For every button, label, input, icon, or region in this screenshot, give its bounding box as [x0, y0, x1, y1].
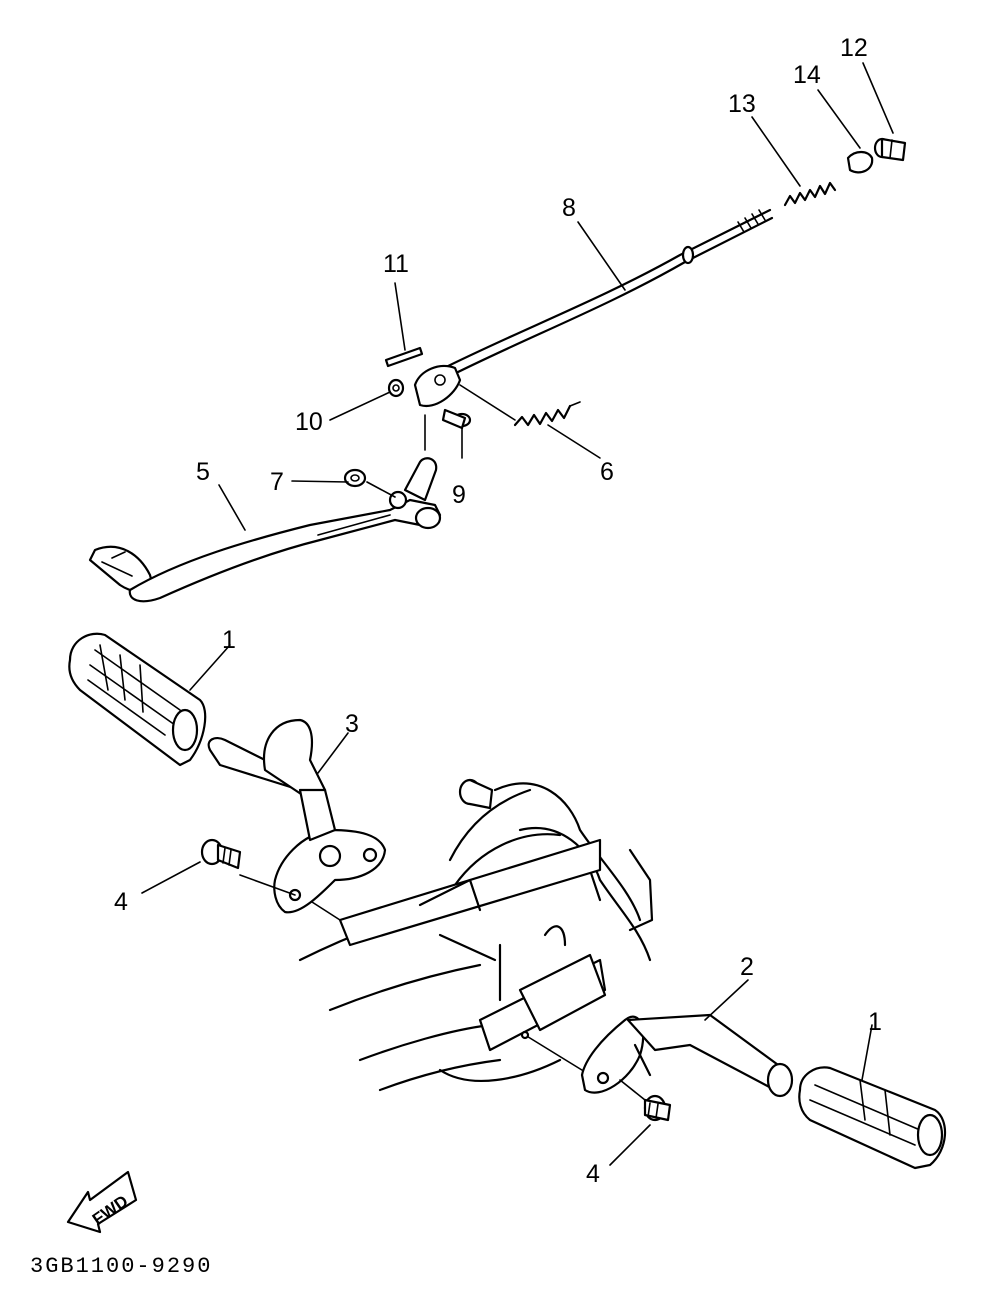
callout-10: 10	[295, 408, 323, 436]
brake-rod	[413, 208, 774, 408]
footrest-bracket-right	[580, 1013, 794, 1098]
frame-crossmember	[297, 838, 607, 1076]
callout-12: 12	[840, 34, 868, 62]
diagram-code: 3GB1100-9290	[30, 1254, 212, 1279]
callout-8: 8	[562, 194, 576, 222]
callout-1-left: 1	[222, 626, 236, 654]
clevis-pin	[424, 408, 472, 459]
callout-14: 14	[793, 61, 821, 89]
callout-11: 11	[383, 250, 409, 278]
callout-13: 13	[728, 90, 756, 118]
footrest-bracket-left	[207, 718, 387, 914]
callout-2: 2	[740, 953, 754, 981]
leader-lines	[141, 62, 894, 1166]
callout-6: 6	[600, 458, 614, 486]
callout-1-right: 1	[868, 1008, 882, 1036]
callout-7: 7	[270, 468, 284, 496]
adjuster-joint	[846, 150, 874, 174]
bolt-left	[200, 838, 296, 896]
cotter-pin	[384, 346, 424, 368]
forward-direction-arrow-icon: FWD	[66, 1170, 138, 1234]
brake-pedal	[88, 457, 442, 603]
footrest-peg-right	[798, 1066, 947, 1170]
washer	[343, 468, 396, 498]
footrest-peg-left	[68, 632, 207, 767]
callout-9: 9	[452, 481, 466, 509]
callout-3: 3	[345, 710, 359, 738]
adjusting-nut	[873, 137, 907, 162]
adjuster-spring	[783, 181, 837, 207]
small-washer	[387, 378, 405, 398]
callout-labels: 1 1 2 3 4 4 5 6 7 8 9 10 11 12 13 14	[114, 34, 882, 1188]
callout-4-right: 4	[586, 1160, 600, 1188]
bolt-right	[619, 1079, 672, 1122]
frame-plug-fitting	[458, 778, 494, 810]
callout-5: 5	[196, 458, 210, 486]
callout-4-left: 4	[114, 888, 128, 916]
return-spring	[459, 384, 581, 427]
